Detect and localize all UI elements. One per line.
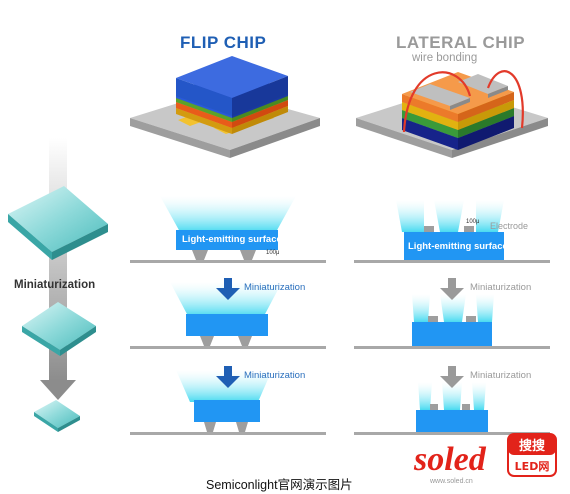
flip-scale-label: 100μ	[266, 250, 280, 256]
electrode-label: Electrode	[490, 221, 529, 231]
flip-stage-1	[130, 196, 326, 263]
flip-stage-2	[130, 282, 326, 349]
watermark-url: www.soled.cn	[430, 478, 473, 485]
badge-bottom-text: LED网	[515, 460, 550, 473]
flip-down-arrow-2	[216, 366, 240, 388]
flip-stage-3	[130, 370, 326, 435]
flip-surface-label: Light-emitting surface	[182, 234, 282, 245]
lateral-chip-illustration	[356, 70, 548, 158]
soled-wordmark: soled	[413, 441, 487, 478]
lateral-step-label-1: Miniaturization	[470, 282, 532, 293]
flip-step-label-2: Miniaturization	[244, 370, 306, 381]
lateral-step-label-2: Miniaturization	[470, 370, 532, 381]
miniaturization-label: Miniaturization	[14, 279, 96, 291]
lateral-stage-1	[354, 200, 550, 263]
image-caption: Semiconlight官网演示图片	[206, 478, 353, 492]
chip-large	[8, 186, 108, 260]
chip-small	[34, 400, 80, 432]
lateral-chip-title: LATERAL CHIP	[396, 33, 526, 52]
lateral-scale-label: 100μ	[466, 219, 480, 225]
lateral-down-arrow-1	[440, 278, 464, 300]
flip-step-label-1: Miniaturization	[244, 282, 306, 293]
wire-bonding-subtitle: wire bonding	[412, 52, 478, 64]
lateral-stage-2	[354, 294, 550, 349]
flip-down-arrow-1	[216, 278, 240, 300]
miniaturization-arrow	[40, 138, 76, 400]
lateral-stage-3	[354, 382, 550, 435]
flip-chip-illustration	[130, 56, 320, 158]
chip-medium	[22, 302, 96, 356]
lateral-down-arrow-2	[440, 366, 464, 388]
badge-top-text: 搜搜	[519, 438, 546, 454]
soled-logo: soled 搜搜 LED网	[413, 433, 557, 478]
lateral-surface-label: Light-emitting surface	[408, 241, 508, 252]
flip-chip-title: FLIP CHIP	[180, 33, 267, 52]
